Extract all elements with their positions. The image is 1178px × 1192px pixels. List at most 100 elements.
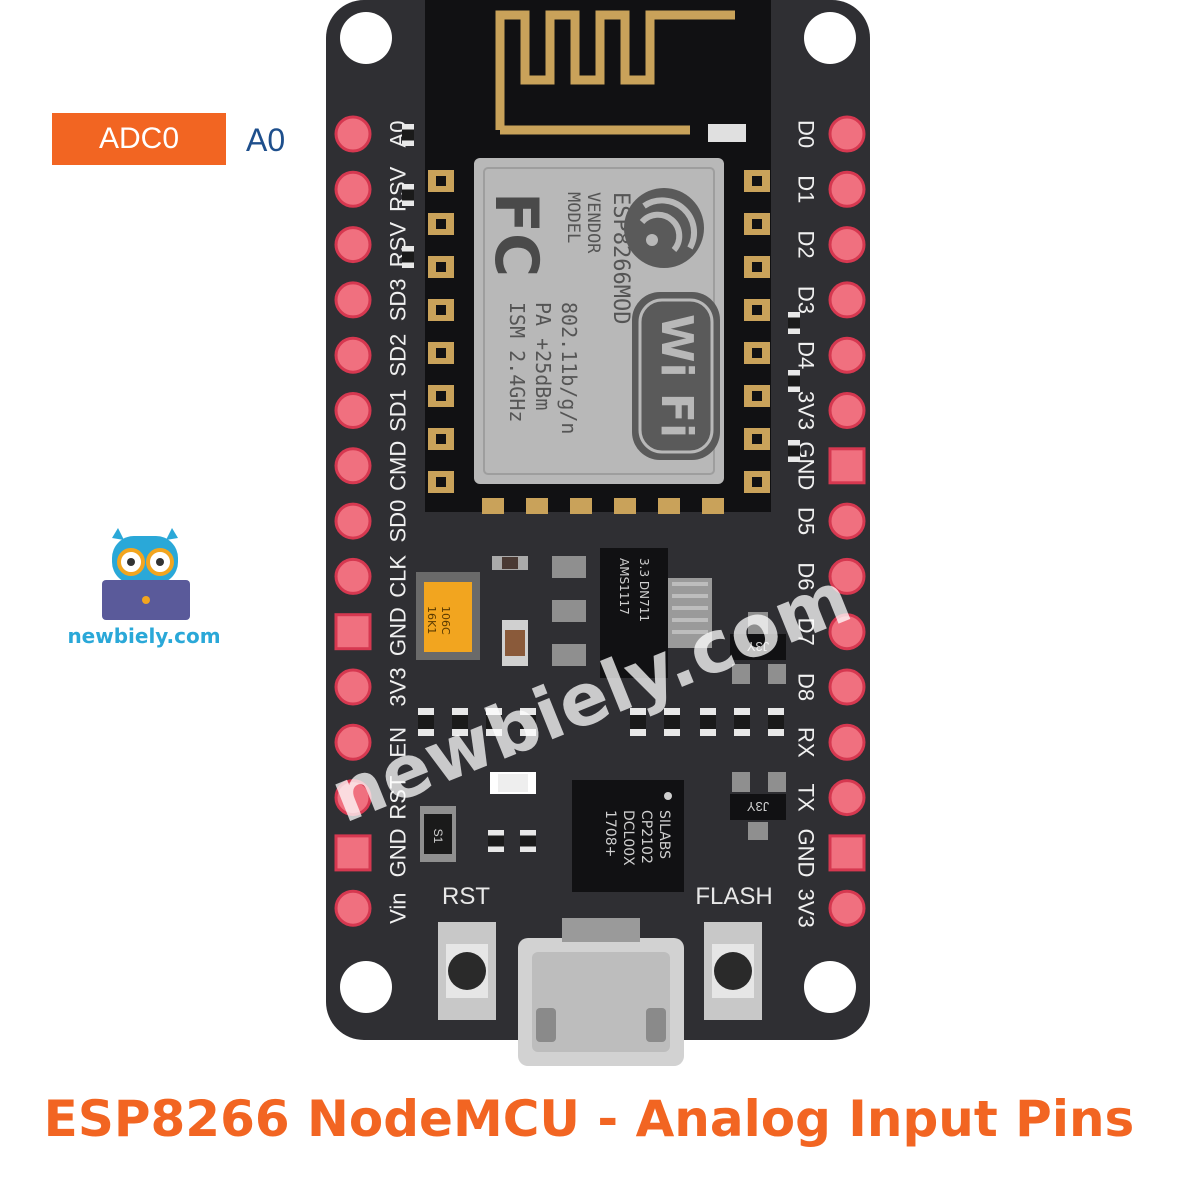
left-pin-label: EN [386,727,411,758]
right-pin-pad [828,889,866,927]
right-pin-label: D8 [794,673,819,701]
cp2102-dot [664,792,672,800]
cp2102-line-1: SILABS [656,810,672,859]
right-pin-pad [828,723,866,761]
left-pin-header [334,115,372,927]
cp2102-line-3: DCL00X [620,810,636,866]
smd-component-body [488,835,504,847]
castellation-hole [752,348,762,358]
module-pa: PA +25dBm [531,302,555,410]
resistor-top-body [502,557,518,569]
left-pin-pad [334,668,372,706]
micro-usb-port[interactable] [518,918,684,1066]
regulator-tab [668,578,712,648]
left-pin-pad [334,779,372,817]
small-smd-parts [402,124,800,852]
flash-button-label: FLASH [695,883,772,910]
castellation-hole [436,262,446,272]
right-pin-pad [828,557,866,595]
right-pin-pad [828,226,866,264]
right-pin-label: D6 [794,562,819,590]
smd-component-body [734,715,750,729]
reg-pad-3 [552,644,586,666]
left-pin-pad [334,336,372,374]
j3y-bottom-transistor [730,794,786,820]
wifi-text: Wi Fi [651,314,702,438]
right-pin-label: D0 [794,120,819,148]
j3y-bottom-pad-3 [748,822,768,840]
castellation-pad [614,498,636,514]
right-pin-label: D5 [794,507,819,535]
white-resistor-body [498,774,528,792]
left-pin-label: SD3 [386,279,411,322]
module-castellations [428,170,770,514]
castellation-hole [752,262,762,272]
left-pin-pad [334,723,372,761]
castellation-hole [436,391,446,401]
smd-component-body [700,715,716,729]
left-pin-label: SD0 [386,500,411,543]
castellation-hole [752,391,762,401]
left-pin-pad [334,115,372,153]
right-pin-pad [828,115,866,153]
module-text: FC MODEL VENDOR ISM 2.4GHz PA +25dBm 802… [481,192,633,434]
smd-component-body [402,251,414,263]
regulator-line-2: 3.3 DN711 [637,558,651,622]
left-pin-pad [334,281,372,319]
j3y-top-pad-1 [748,612,768,634]
right-pin-pad [828,336,866,374]
adc0-callout: ADC0 [52,113,226,165]
right-pin-label: D1 [794,175,819,203]
right-pin-label: RX [794,727,819,758]
left-pin-pad [334,834,372,872]
right-pin-pad [828,779,866,817]
right-pin-pad [828,834,866,872]
castellation-pad [658,498,680,514]
left-pin-label: CLK [386,555,411,598]
diode-label: S1 [431,829,445,844]
smd-component-body [630,715,646,729]
smd-component-body [418,715,434,729]
a0-callout: A0 [246,122,286,158]
castellation-hole [752,434,762,444]
castellation-hole [436,176,446,186]
smd-component-body [664,715,680,729]
antenna-smd [708,124,746,142]
castellation-pad [570,498,592,514]
espressif-logo [624,188,704,268]
castellation-hole [752,305,762,315]
mount-hole-bl [340,961,392,1013]
rst-button[interactable] [438,922,496,1020]
fc-mark: FC [481,192,551,277]
left-pin-label: 3V3 [386,667,411,706]
right-pin-pad [828,613,866,651]
right-pin-label: D3 [794,286,819,314]
cp2102-line-2: CP2102 [638,810,654,864]
left-pin-label: CMD [386,441,411,491]
mount-hole-tl [340,12,392,64]
left-pin-label: RST [386,776,411,820]
right-pin-label: 3V3 [794,391,819,430]
flash-button[interactable] [704,922,762,1020]
right-pin-label: D7 [794,618,819,646]
module-model: MODEL [563,192,583,243]
right-pin-label: 3V3 [794,889,819,928]
diode-s1 [424,814,452,854]
left-pin-label: SD2 [386,334,411,377]
left-pin-pad [334,502,372,540]
castellation-hole [436,477,446,487]
left-pin-pad [334,613,372,651]
right-pin-pad [828,502,866,540]
module-vendor: VENDOR [583,192,603,254]
right-pin-pad [828,668,866,706]
logo-text: newbiely.com [67,624,221,648]
mount-hole-tr [804,12,856,64]
castellation-hole [436,348,446,358]
left-pin-pad [334,447,372,485]
castellation-pad [526,498,548,514]
j3y-bottom-pad-2 [768,772,786,792]
right-pin-label: D4 [794,341,819,369]
smd-component-body [768,715,784,729]
left-pin-labels: A0RSVRSVSD3SD2SD1CMDSD0CLKGND3V3ENRSTGND… [386,121,411,924]
wifi-logo: Wi Fi [632,292,720,460]
